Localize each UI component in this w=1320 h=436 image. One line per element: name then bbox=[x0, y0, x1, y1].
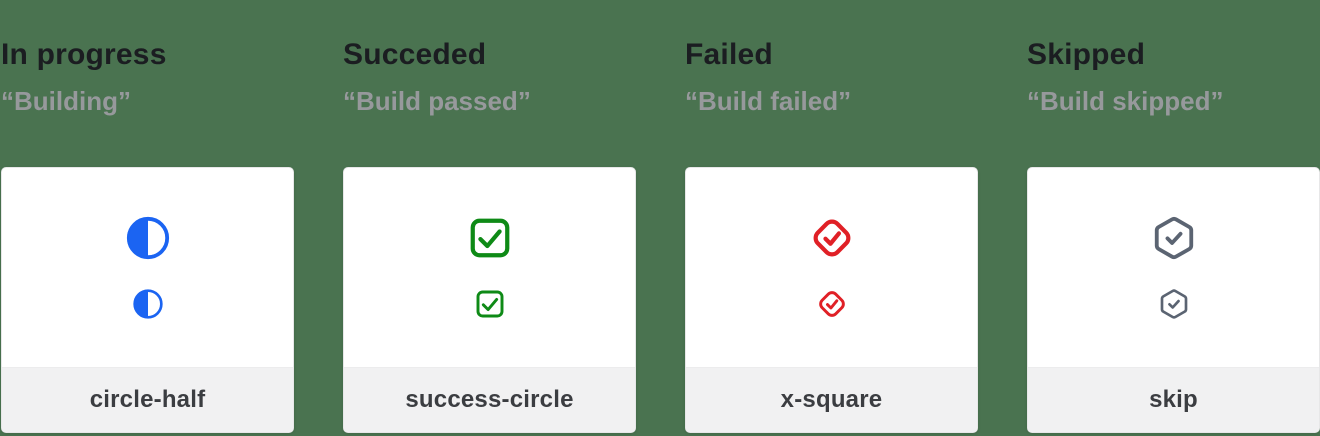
circle-half-icon bbox=[125, 215, 171, 261]
icon-name-label: x-square bbox=[686, 367, 977, 432]
icon-card[interactable]: skip bbox=[1027, 167, 1320, 433]
status-subtitle: “Build failed” bbox=[685, 86, 852, 116]
icon-card[interactable]: circle-half bbox=[1, 167, 294, 433]
status-column: Succeded “Build passed” success-circle bbox=[343, 0, 636, 433]
skip-icon bbox=[1151, 215, 1197, 261]
status-column: In progress “Building” circle-half bbox=[1, 0, 294, 433]
x-square-icon bbox=[816, 288, 848, 320]
icon-preview-area bbox=[1028, 168, 1319, 367]
status-title: Skipped bbox=[1027, 38, 1146, 71]
icon-preview-area bbox=[344, 168, 635, 367]
status-column: Skipped “Build skipped” skip bbox=[1027, 0, 1320, 433]
status-subtitle: “Building” bbox=[1, 86, 131, 116]
status-column: Failed “Build failed” x-square bbox=[685, 0, 978, 433]
circle-half-icon bbox=[132, 288, 164, 320]
icon-name-label: success-circle bbox=[344, 367, 635, 432]
icon-name-label: skip bbox=[1028, 367, 1319, 432]
status-title: In progress bbox=[1, 38, 167, 71]
status-title: Failed bbox=[685, 38, 773, 71]
success-circle-icon bbox=[467, 215, 513, 261]
icon-name-label: circle-half bbox=[2, 367, 293, 432]
icon-preview-area bbox=[686, 168, 977, 367]
success-circle-icon bbox=[474, 288, 506, 320]
status-subtitle: “Build skipped” bbox=[1027, 86, 1224, 116]
icon-preview-area bbox=[2, 168, 293, 367]
status-subtitle: “Build passed” bbox=[343, 86, 531, 116]
skip-icon bbox=[1158, 288, 1190, 320]
icon-card[interactable]: x-square bbox=[685, 167, 978, 433]
icon-card[interactable]: success-circle bbox=[343, 167, 636, 433]
x-square-icon bbox=[809, 215, 855, 261]
status-title: Succeded bbox=[343, 38, 487, 71]
